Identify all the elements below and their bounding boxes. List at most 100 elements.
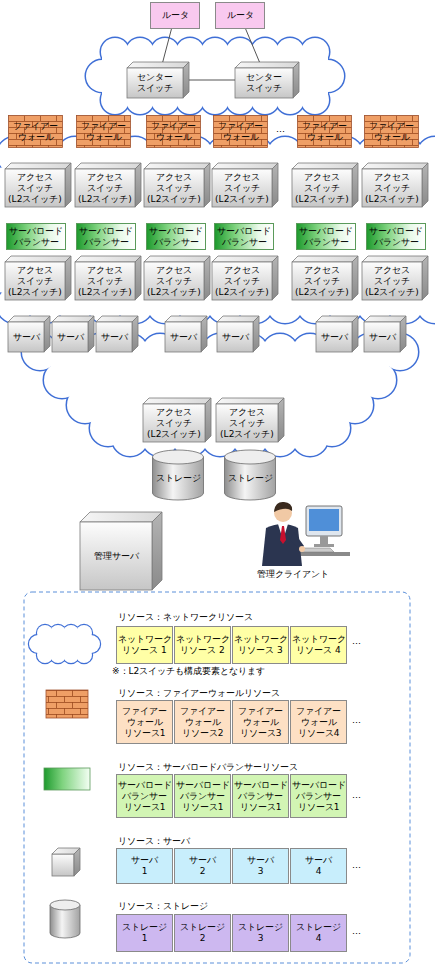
connector-line [246, 29, 260, 62]
ellipsis: … [352, 926, 361, 937]
text-area: ファイアー ウォール リソース3 [233, 701, 288, 743]
text-area: ストレージ 3 [233, 915, 288, 951]
node-label: ストレージ 3 [237, 922, 284, 944]
access-switch: アクセス スイッチ (L2スイッチ) [75, 163, 141, 207]
cube-front [127, 68, 183, 98]
cube-top [52, 316, 94, 322]
node-label: ストレージ 2 [179, 922, 226, 944]
cube-side [65, 163, 71, 207]
node-label: ファイアー ウォール [76, 121, 131, 143]
text-area: アクセス スイッチ (L2スイッチ) [362, 169, 422, 207]
cube-front [80, 522, 152, 590]
cube-top [316, 316, 358, 322]
node-label: サーバロード バランサー [7, 226, 65, 248]
cube-front [364, 322, 400, 352]
node-label: ファイアー ウォール [146, 121, 201, 143]
node-label: ファイアー ウォール [364, 121, 419, 143]
cube-top [5, 163, 71, 169]
load-balancer-resource: サーバロード バランサー リソース1 [174, 774, 231, 818]
cube-top [144, 163, 210, 169]
cube-front [362, 262, 422, 300]
node-label: サーバ [101, 332, 128, 343]
text-area: サーバロード バランサー リソース1 [233, 775, 288, 817]
cube-top [217, 316, 259, 322]
node-label: サーバロード バランサー リソース1 [291, 780, 346, 813]
text-area: サーバロード バランサー [7, 224, 65, 249]
access-switch: アクセス スイッチ (L2スイッチ) [362, 256, 428, 300]
node-label: アクセス スイッチ (L2スイッチ) [292, 265, 352, 298]
cylinder-top [153, 450, 204, 464]
text-area: ファイアー ウォール リソース4 [291, 701, 346, 743]
storage-cylinder: ストレージ [152, 450, 204, 500]
cube-front [212, 169, 272, 207]
node-label: ルータ [227, 10, 254, 21]
node-label: アクセス スイッチ (L2スイッチ) [144, 265, 204, 298]
access-switch: アクセス スイッチ (L2スイッチ) [75, 256, 141, 300]
cube-side [44, 316, 50, 352]
node-label: アクセス スイッチ (L2スイッチ) [75, 265, 135, 298]
server-resource: サーバ 2 [174, 848, 231, 884]
cube-side [201, 316, 207, 352]
storage-resource: ストレージ 2 [174, 914, 231, 952]
text-area: ストレージ 1 [117, 915, 172, 951]
node-label: サーバ 1 [129, 855, 160, 877]
storage-resource: ストレージ 4 [290, 914, 347, 952]
cube-side [253, 316, 259, 352]
cube-top [5, 256, 71, 262]
cube-front [316, 322, 352, 352]
text-area: サーバ [52, 322, 88, 352]
storage-resource: ストレージ 3 [232, 914, 289, 952]
resource-heading: リソース：サーバロードバランサーリソース [118, 762, 298, 773]
cube-top [165, 316, 207, 322]
cube-front [52, 322, 88, 352]
cube-top [292, 256, 358, 262]
text-area: ファイアー ウォール [76, 115, 131, 148]
node-label: ネットワーク リソース 2 [175, 634, 230, 656]
text-area: ネットワーク リソース 2 [175, 627, 230, 663]
text-area: アクセス スイッチ (L2スイッチ) [216, 404, 278, 442]
text-area: サーバ [8, 322, 44, 352]
text-area: サーバロード バランサー [77, 224, 135, 249]
cube-side [272, 256, 278, 300]
resource-heading: リソース：ストレージ [118, 901, 208, 912]
cube-top [80, 512, 162, 522]
firewall-icon [46, 690, 88, 718]
node-label: ストレージ 1 [121, 922, 168, 944]
node-label: アクセス スイッチ (L2スイッチ) [5, 172, 65, 205]
cube-side [422, 256, 428, 300]
ellipsis: … [352, 715, 361, 726]
brick-wall [147, 116, 201, 148]
text-area: サーバロード バランサー リソース1 [175, 775, 230, 817]
node-label: サーバ [321, 332, 348, 343]
text-area: ファイアー ウォール リソース1 [117, 701, 172, 743]
text-area: ファイアー ウォール [364, 115, 419, 148]
node-label: アクセス スイッチ (L2スイッチ) [5, 265, 65, 298]
text-area: 管理サーバ [80, 522, 152, 590]
text-area: サーバ [217, 322, 253, 352]
server-box: サーバ [217, 316, 259, 352]
storage-cylinder: ストレージ [224, 450, 276, 500]
node-label: センター スイッチ [127, 72, 183, 94]
text-area: アクセス スイッチ (L2スイッチ) [292, 262, 352, 300]
text-area: サーバロード バランサー [147, 224, 205, 249]
cube-front [292, 262, 352, 300]
server-box: サーバ [364, 316, 406, 352]
node-label: サーバ 2 [187, 855, 218, 877]
connector-line [189, 80, 235, 81]
node-label: アクセス スイッチ (L2スイッチ) [212, 265, 272, 298]
text-area: サーバロード バランサー [215, 224, 273, 249]
management-server: 管理サーバ [80, 512, 162, 590]
cube-side [352, 316, 358, 352]
text-area: サーバ 4 [291, 849, 346, 883]
text-area: サーバロード バランサー リソース1 [117, 775, 172, 817]
cube-top [216, 398, 284, 404]
cube-front [217, 322, 253, 352]
cube-top [212, 163, 278, 169]
access-switch: アクセス スイッチ (L2スイッチ) [144, 163, 210, 207]
cube-top [143, 398, 211, 404]
firewall-resource: ファイアー ウォール リソース2 [174, 700, 231, 744]
node-label: ネットワーク リソース 1 [117, 634, 172, 656]
node-label: ストレージ [228, 473, 273, 484]
node-label: アクセス スイッチ (L2スイッチ) [216, 407, 278, 440]
firewall-box: ファイアー ウォール [297, 115, 352, 148]
